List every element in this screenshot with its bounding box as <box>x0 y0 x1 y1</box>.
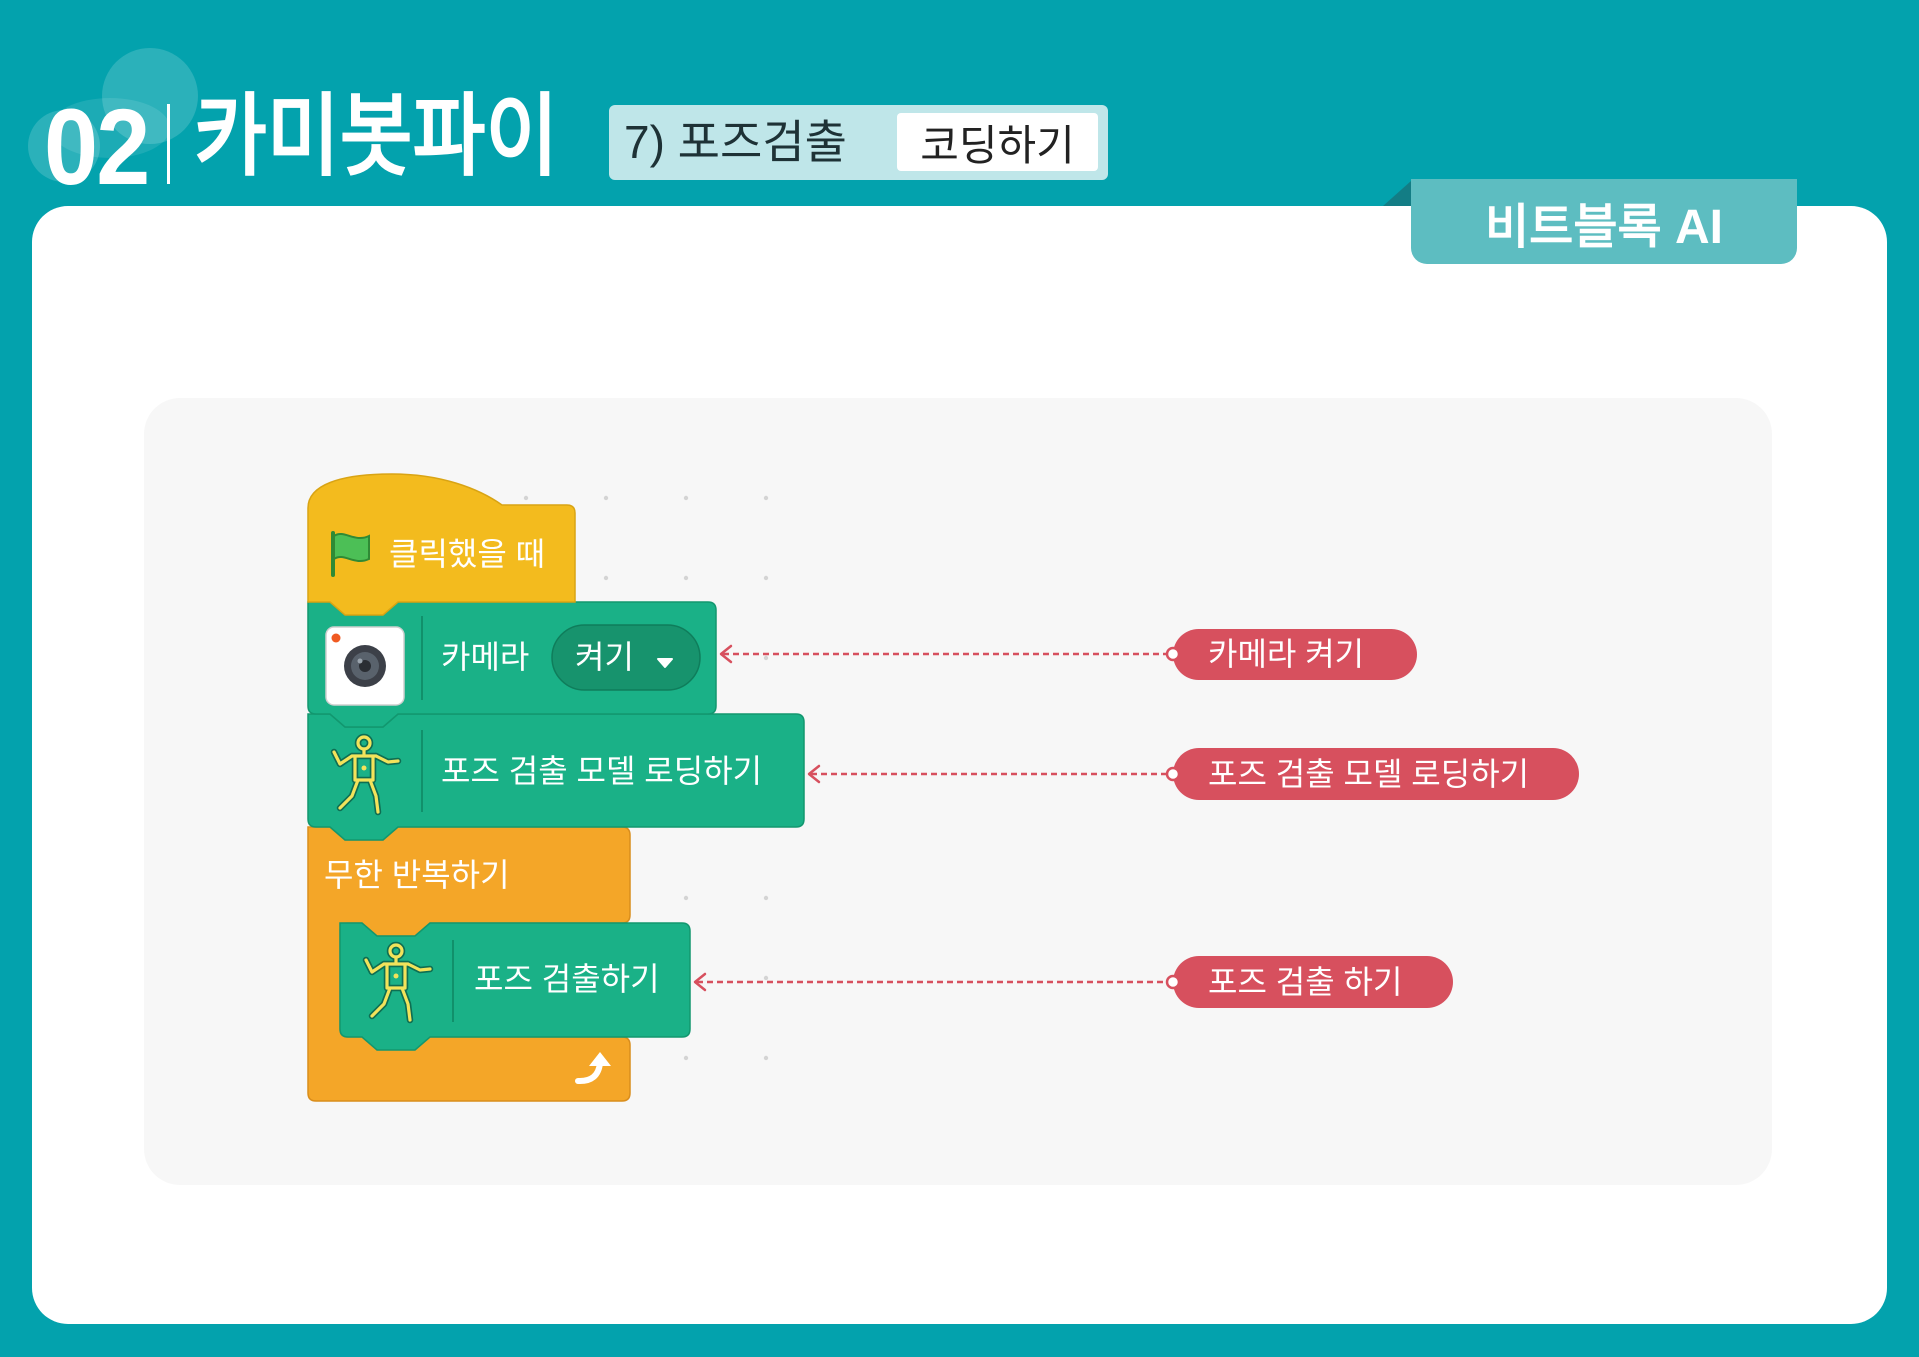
subtitle-box: 7) 포즈검출 코딩하기 <box>609 105 1108 180</box>
annotation-label: 카메라 켜기 <box>1208 636 1364 672</box>
when-flag-clicked-label: 클릭했을 때 <box>389 536 545 572</box>
green-flag-icon <box>331 531 370 577</box>
when-flag-clicked-block[interactable]: 클릭했을 때 <box>307 473 576 616</box>
subtitle-text: 7) 포즈검출 <box>624 116 847 168</box>
forever-block-label: 무한 반복하기 <box>324 857 510 893</box>
camera-block[interactable]: 카메라 켜기 <box>307 601 717 728</box>
annotation-load-pose-model: 포즈 검출 모델 로딩하기 <box>807 748 1579 800</box>
logo-cloud-decoration <box>28 48 198 182</box>
arrowhead-icon <box>693 972 707 992</box>
header-divider <box>167 104 170 184</box>
annotation-anchor-dot <box>1165 646 1181 662</box>
camera-state-value: 켜기 <box>575 639 634 675</box>
subtitle-tag: 코딩하기 <box>897 113 1098 171</box>
camera-block-label: 카메라 <box>441 639 529 675</box>
detect-pose-block[interactable]: 포즈 검출하기 <box>339 922 691 1051</box>
load-pose-model-block-label: 포즈 검출 모델 로딩하기 <box>441 753 762 789</box>
annotation-camera-on: 카메라 켜기 <box>719 629 1417 680</box>
detect-pose-block-label: 포즈 검출하기 <box>474 961 660 997</box>
annotation-label: 포즈 검출 모델 로딩하기 <box>1208 756 1529 792</box>
caret-down-icon <box>657 658 673 668</box>
forever-block[interactable]: 무한 반복하기 <box>307 826 631 1102</box>
section-number: 02 <box>44 86 150 207</box>
loop-arrow-icon <box>575 1052 611 1085</box>
camera-icon <box>325 626 405 706</box>
arrowhead-icon <box>807 764 821 784</box>
camera-state-dropdown[interactable]: 켜기 <box>551 624 701 691</box>
platform-tab: 비트블록 AI <box>1411 179 1797 264</box>
annotation-label: 포즈 검출 하기 <box>1208 964 1402 1000</box>
annotation-anchor-dot <box>1165 974 1181 990</box>
annotation-pill <box>1173 748 1579 800</box>
load-pose-model-block[interactable]: 포즈 검출 모델 로딩하기 <box>307 713 805 841</box>
page-title: 카미봇파이 <box>194 87 559 187</box>
arrowhead-icon <box>719 644 733 664</box>
annotation-pill <box>1173 956 1453 1008</box>
tab-fold-corner <box>1383 181 1411 206</box>
annotation-detect-pose: 포즈 검출 하기 <box>693 956 1453 1008</box>
annotation-anchor-dot <box>1165 766 1181 782</box>
annotation-pill <box>1173 629 1417 680</box>
